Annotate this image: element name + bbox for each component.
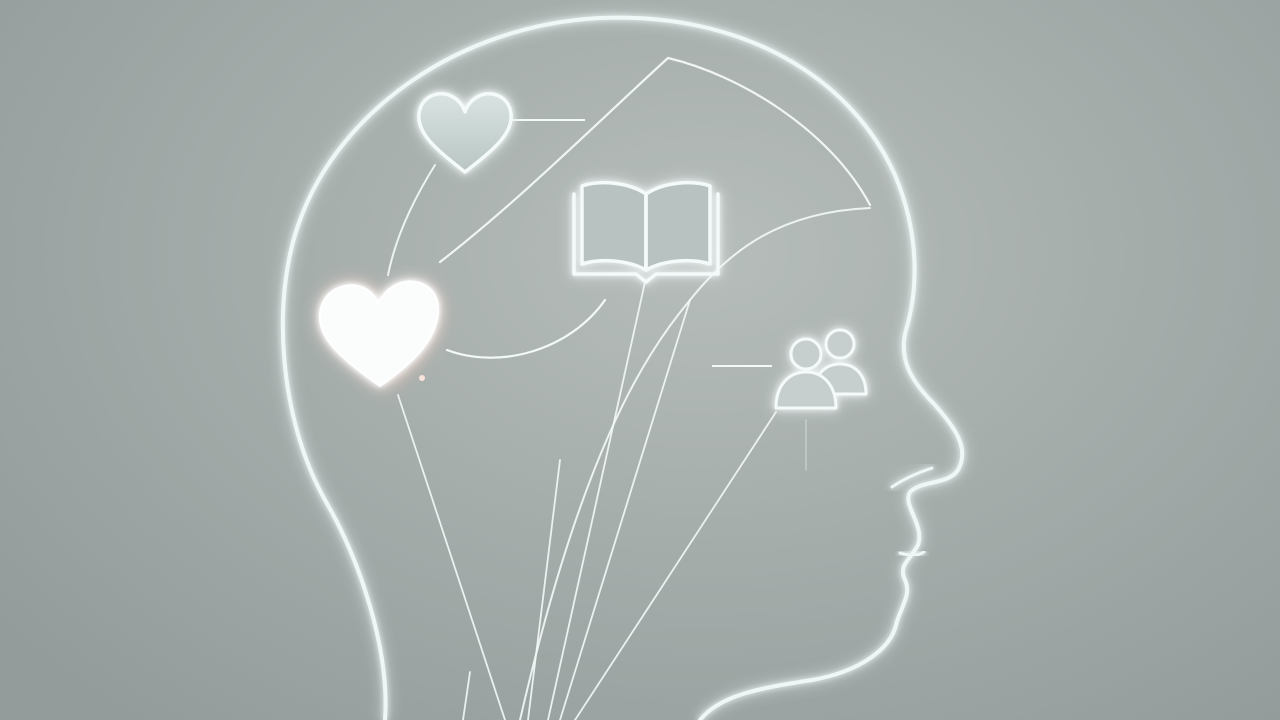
inner-curve-middle [519, 207, 871, 720]
people-icon [774, 328, 868, 410]
neural-lines [397, 281, 807, 720]
solid-heart-icon [318, 280, 441, 388]
lip-line [898, 550, 926, 557]
book-icon [572, 180, 720, 284]
heart-to-book-curve [445, 298, 607, 359]
head-outline [280, 15, 965, 720]
outline-heart-icon [417, 92, 513, 174]
nostril-line [890, 466, 934, 489]
inner-curve-left [387, 164, 436, 276]
inner-curve-top [438, 56, 872, 264]
